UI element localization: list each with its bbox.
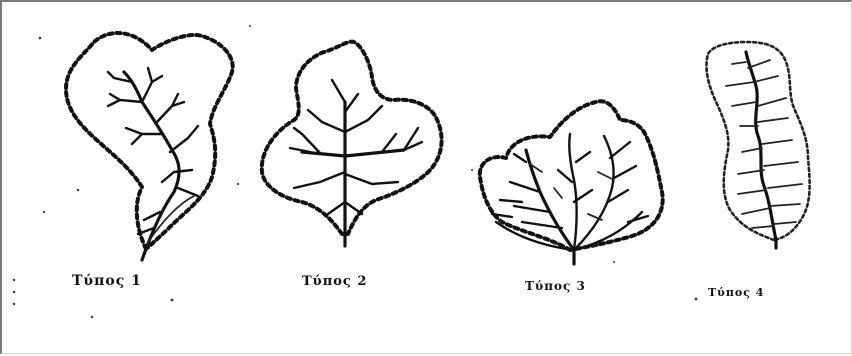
leaf-type-4-label: Τύπος 4 <box>708 286 764 299</box>
leaf-4-veins <box>726 60 802 228</box>
leaf-type-4 <box>706 42 809 248</box>
leaf-type-3 <box>480 101 663 264</box>
leaf-type-1-label: Τύπος 1 <box>72 273 142 289</box>
leaf-type-2 <box>262 42 442 246</box>
leaf-type-2-label: Τύπος 2 <box>302 274 367 289</box>
leaf-1-lower-veins <box>148 196 194 242</box>
leaf-type-3-label: Τύπος 3 <box>525 279 586 293</box>
leaf-2-outline <box>262 42 442 234</box>
leaf-type-1 <box>66 33 233 260</box>
leaf-3-veins <box>492 134 648 250</box>
leaf-1-veins <box>108 68 198 234</box>
leaf-3-outline <box>480 101 663 250</box>
